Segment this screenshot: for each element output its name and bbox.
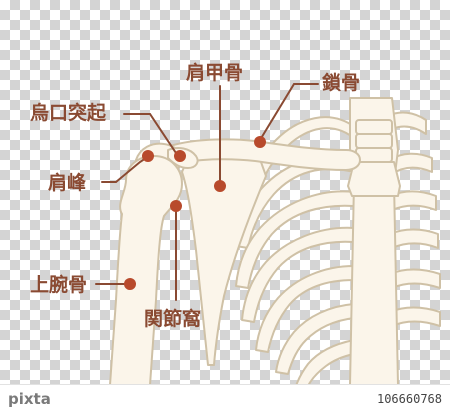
label-clavicle: 鎖骨: [322, 72, 361, 94]
label-glenoid: 関節窩: [144, 308, 202, 330]
leader-clavicle: [259, 83, 319, 141]
humerus-bone: [109, 155, 183, 386]
marker-humerus: [124, 278, 136, 290]
sternum-manubrium: [347, 161, 401, 197]
rib-right-3: [389, 190, 437, 211]
marker-coracoid: [174, 150, 186, 162]
marker-clavicle: [254, 136, 266, 148]
rib-right-1: [387, 111, 427, 135]
label-acromion: 肩峰: [48, 172, 87, 194]
rib-right-2: [389, 152, 433, 175]
marker-glenoid: [170, 200, 182, 212]
sternum-segment-3: [355, 147, 393, 163]
rib-right-6: [389, 306, 441, 327]
brand-logo: pixta: [8, 390, 51, 408]
leader-acromion: [101, 157, 147, 183]
image-id: 106660768: [376, 392, 442, 406]
leader-coracoid: [123, 113, 179, 157]
stock-footer: pixta 106660768: [0, 384, 450, 413]
rib-right-4: [389, 228, 439, 249]
sternum-segment-2: [355, 133, 393, 149]
rib-3: [235, 190, 355, 289]
marker-acromion: [142, 150, 154, 162]
sternum-segment-1: [355, 119, 393, 135]
rib-4: [241, 226, 355, 323]
label-scapula: 肩甲骨: [186, 62, 244, 84]
label-coracoid-process: 烏口突起: [30, 102, 107, 124]
rib-6: [275, 303, 355, 375]
rib-right-5: [389, 268, 441, 289]
marker-scapula: [214, 180, 226, 192]
label-humerus: 上腕骨: [30, 274, 88, 296]
rib-5: [255, 265, 355, 353]
rib-7: [295, 339, 355, 387]
